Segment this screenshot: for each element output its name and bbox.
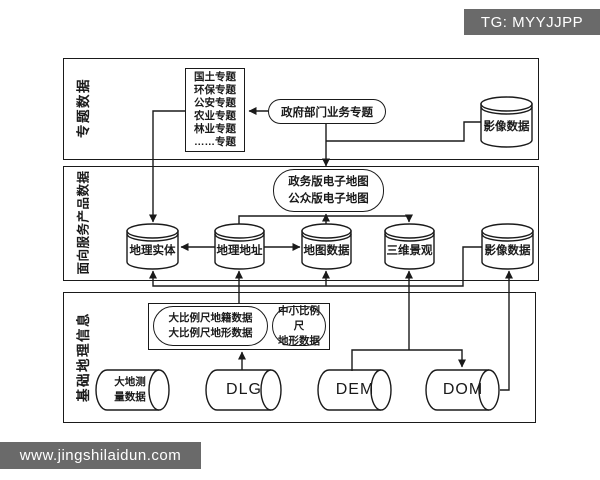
cylinder-dom [425,369,500,411]
watermark-website-badge: www.jingshilaidun.com [0,442,201,469]
cylinder-3d-scene [384,223,435,270]
cylinder-dlg [205,369,282,411]
dom-label: DOM [442,381,484,398]
large-scale-stadium: 大比例尺地籍数据 大比例尺地形数据 [153,306,268,346]
watermark-telegram-badge: TG: MYYJJPP [464,9,600,35]
theme-list-box: 国土专题 环保专题 公安专题 农业专题 林业专题 ……专题 [185,68,245,152]
dem-label: DEM [335,381,375,398]
arrow-imagery-bus-to-entity [149,246,482,287]
emap-stadium: 政务版电子地图 公众版电子地图 [273,169,384,212]
mid-small-scale-stadium: 中小比例尺 地形数据 [272,305,326,347]
line-imagery-top-to-gov [326,121,481,142]
section-basic-geo-info [63,292,536,423]
cylinder-imagery-mid [481,223,534,270]
arrow-tree-to-dom [409,349,466,368]
section-label-basic: 基础地理信息 [76,311,91,402]
cylinder-geo-address [214,223,265,270]
map-data-label: 地图数据 [303,245,350,257]
arrow-address-to-3dscene [238,214,413,224]
imagery-mid-label: 影像数据 [484,245,531,257]
section-service-product-data [63,166,539,281]
geodetic-label: 大地测 量数据 [114,376,146,403]
arrow-dom-to-imagery-mid [500,270,513,391]
arrow-themebox-to-geo-entity [149,110,185,223]
section-label-service: 面向服务产品数据 [76,170,91,275]
cylinder-dem [317,369,392,411]
geo-entity-label: 地理实体 [129,245,176,257]
cylinder-map-data [301,223,352,270]
cylinder-geodetic [95,369,170,411]
dlg-label: DLG [226,381,262,398]
section-label-thematic: 专题数据 [76,78,91,138]
line-tree-to-dem [351,349,409,371]
gov-business-ellipse: 政府部门业务专题 [268,99,386,124]
cylinder-imagery-top [480,96,533,148]
3d-scene-label: 三维景观 [386,245,433,257]
section-thematic-data [63,58,539,160]
geo-address-label: 地理地址 [216,245,263,257]
cylinder-geo-entity [126,223,179,270]
imagery-top-label: 影像数据 [483,121,530,133]
